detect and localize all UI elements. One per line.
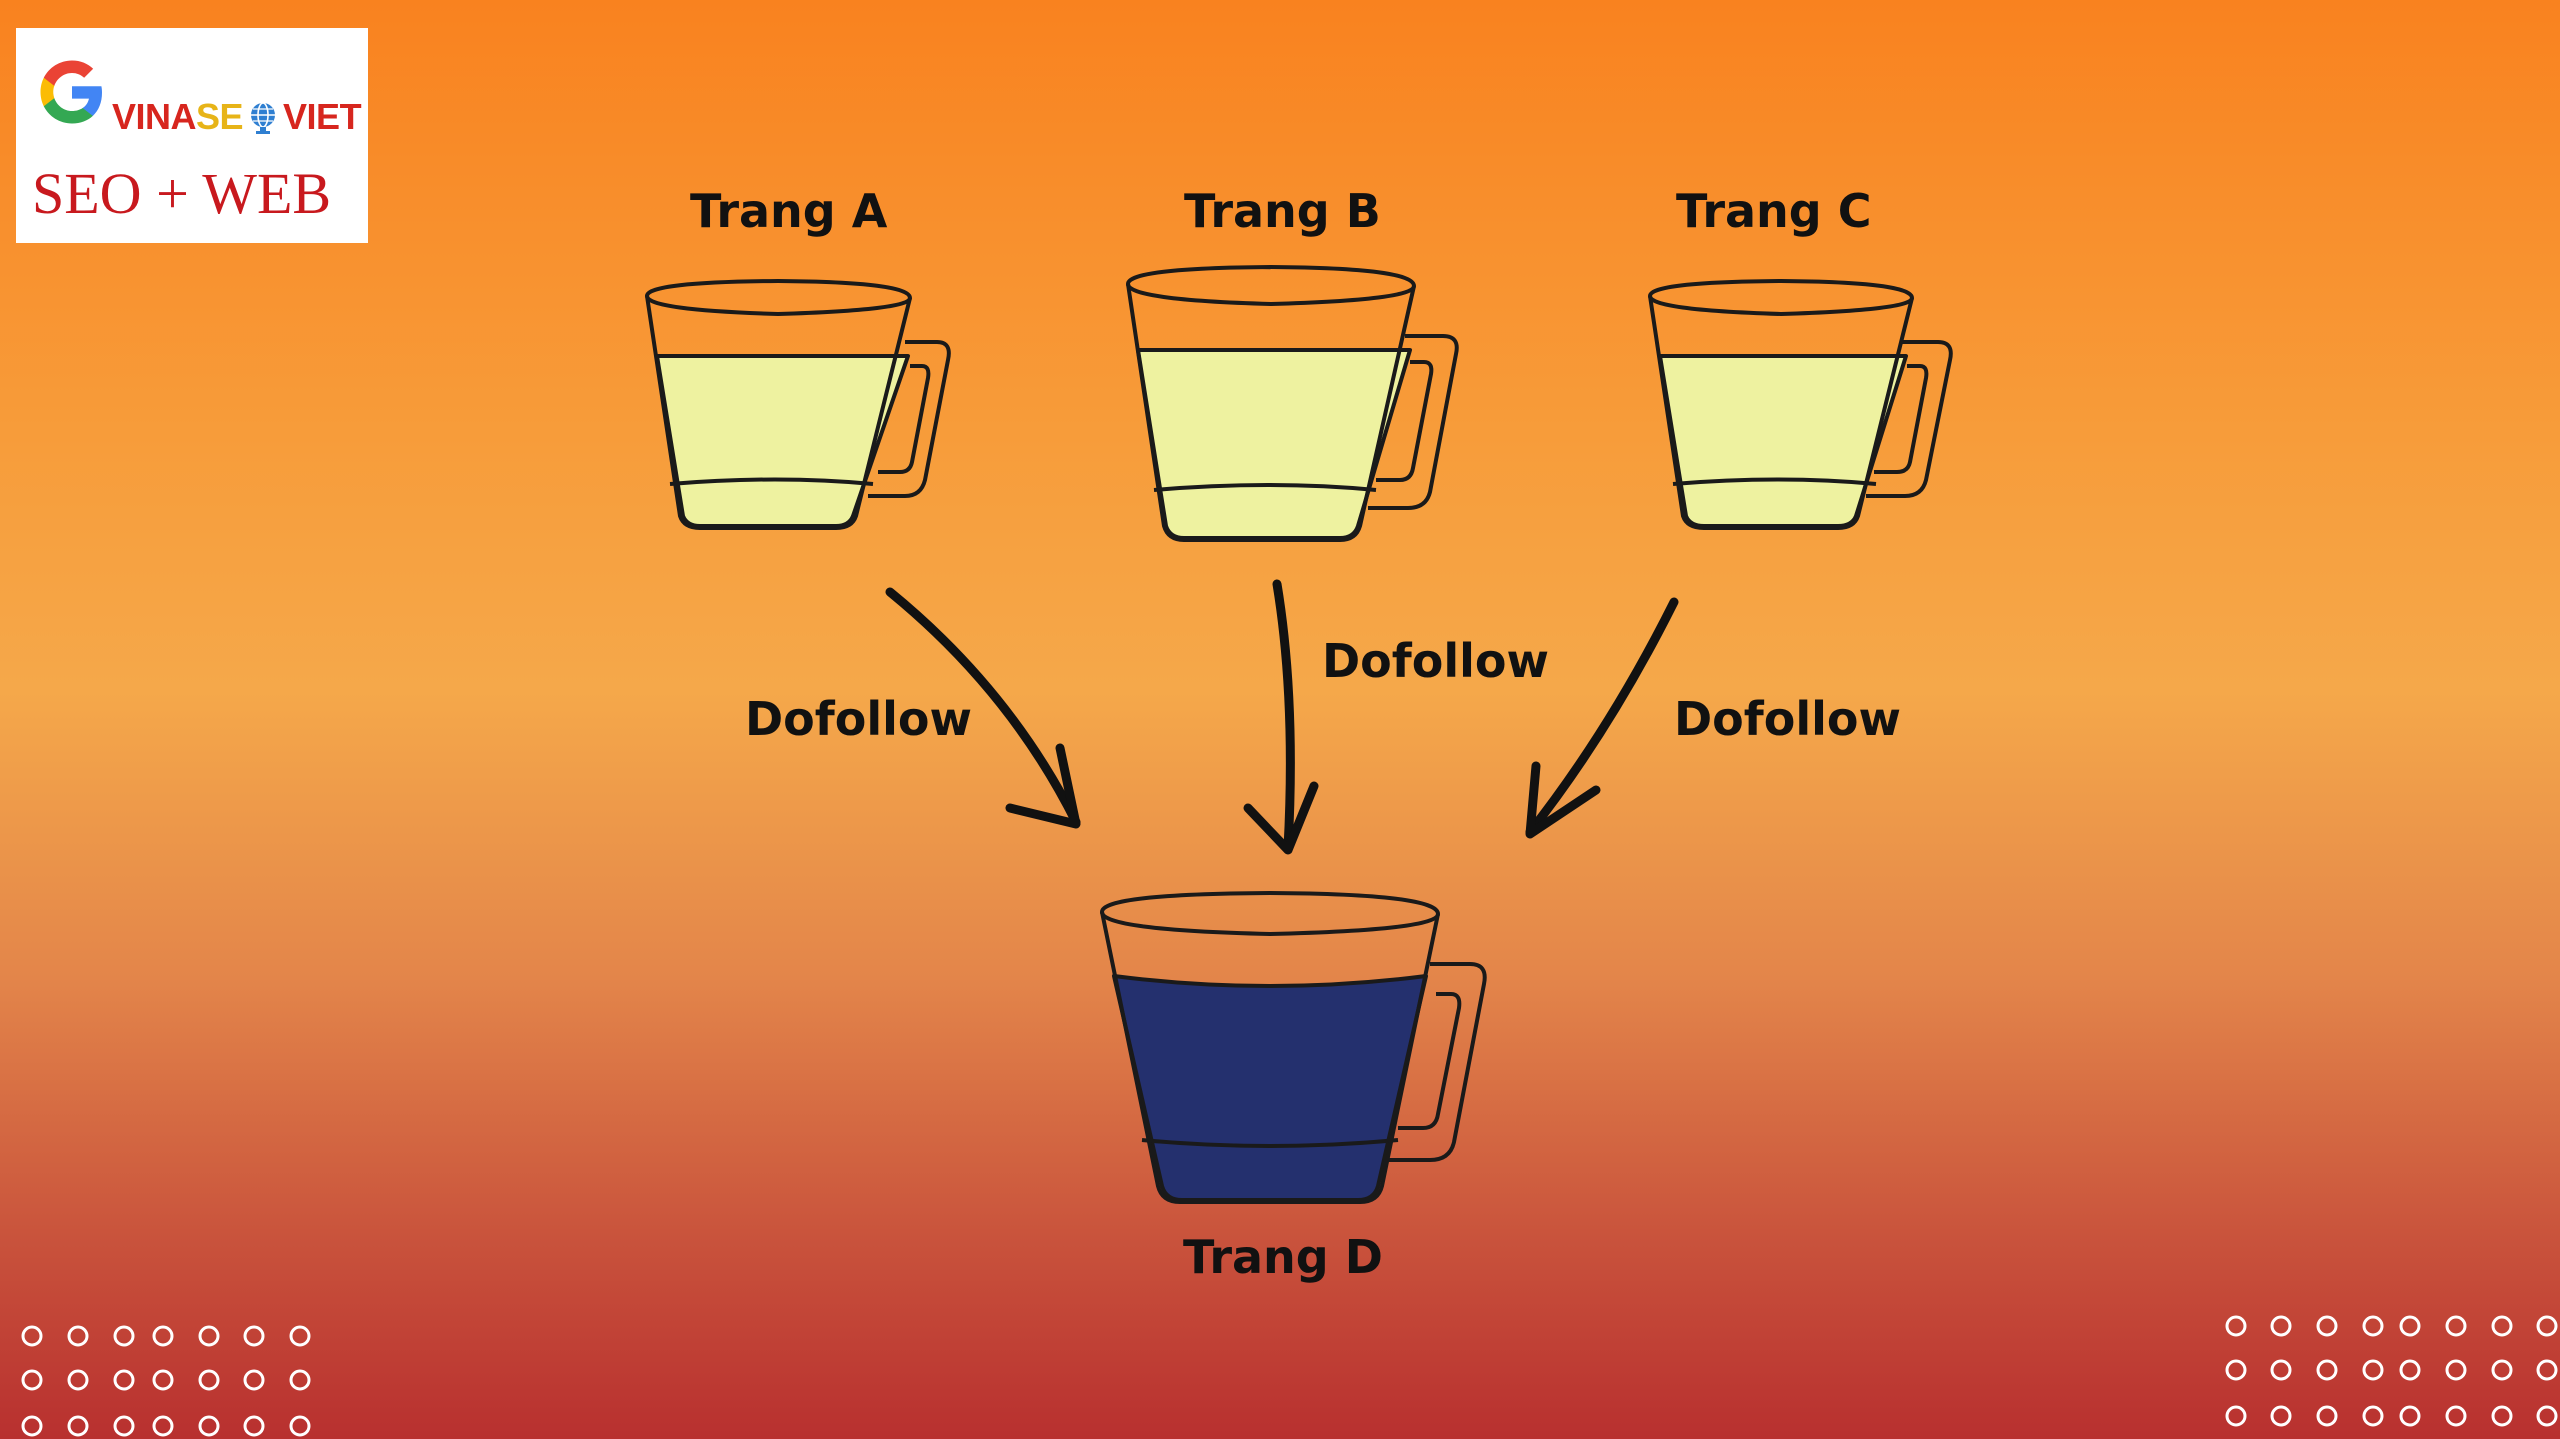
brand-tagline: SEO + WEB (32, 161, 332, 226)
brand-name-part2: SE (196, 96, 244, 137)
globe-icon (251, 102, 276, 134)
cup-c-icon (1648, 279, 1953, 530)
dot-pattern-left (21, 1325, 311, 1437)
cup-d-icon (1100, 891, 1487, 1204)
brand-name-part1: VINA (112, 96, 197, 137)
arrow-c-to-d-icon (1525, 597, 1679, 839)
arrow-a-to-d-icon (885, 587, 1081, 829)
brand-logo[interactable]: VINASE VIET SEO + WEB (16, 28, 368, 243)
google-g-icon (40, 60, 102, 124)
brand-name: VINASE VIET (112, 96, 362, 138)
page-b-label: Trang B (1184, 184, 1381, 238)
page-c-label: Trang C (1676, 184, 1872, 238)
page-d-label: Trang D (1183, 1230, 1383, 1284)
dot-pattern-right (2225, 1315, 2558, 1427)
link-c-to-d-label: Dofollow (1674, 692, 1902, 746)
link-a-to-d-label: Dofollow (745, 692, 973, 746)
brand-name-part3: VIET (283, 96, 362, 137)
cup-a-icon (645, 279, 951, 530)
page-a-label: Trang A (690, 184, 888, 238)
link-b-to-d-label: Dofollow (1322, 634, 1550, 688)
cup-b-icon (1126, 265, 1459, 542)
arrow-b-to-d-icon (1243, 579, 1319, 855)
